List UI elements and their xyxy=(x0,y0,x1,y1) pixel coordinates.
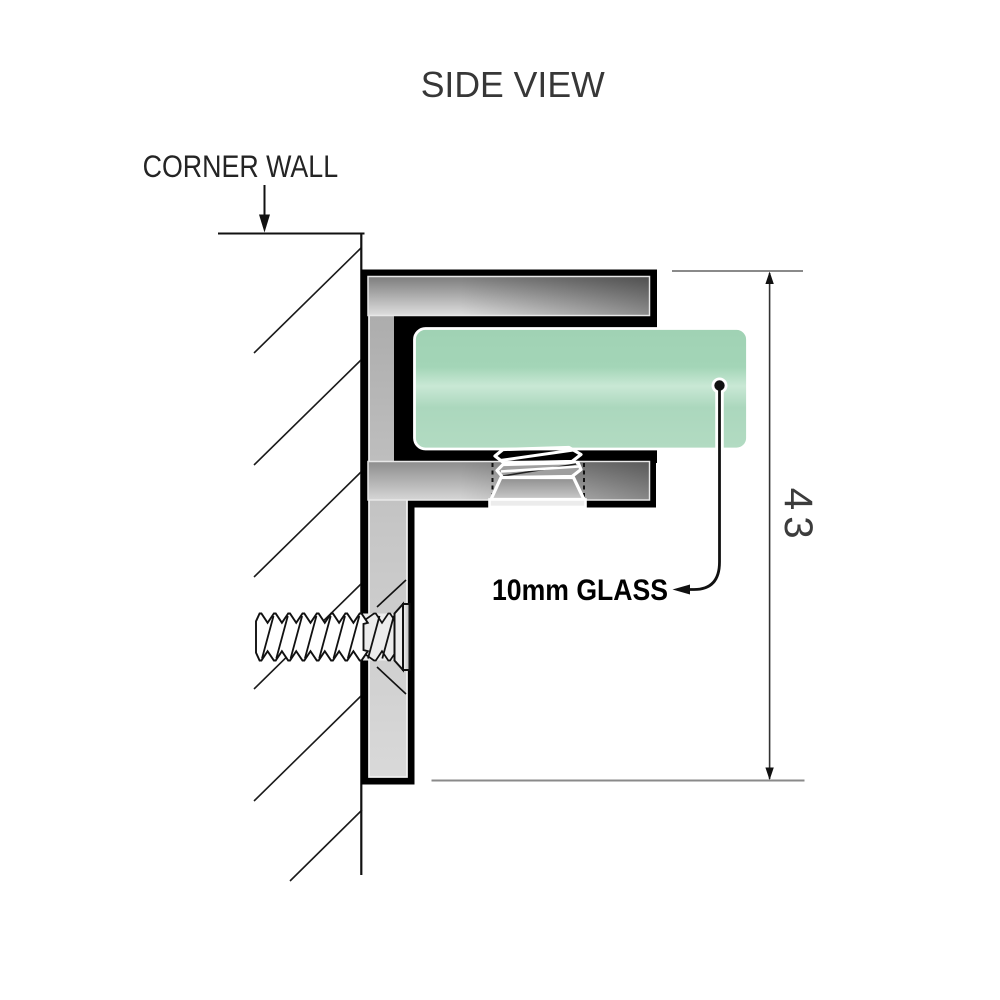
svg-text:CORNER WALL: CORNER WALL xyxy=(143,148,339,184)
svg-text:10mm GLASS: 10mm GLASS xyxy=(492,574,668,607)
svg-text:SIDE VIEW: SIDE VIEW xyxy=(421,64,606,105)
svg-text:43: 43 xyxy=(776,488,821,545)
